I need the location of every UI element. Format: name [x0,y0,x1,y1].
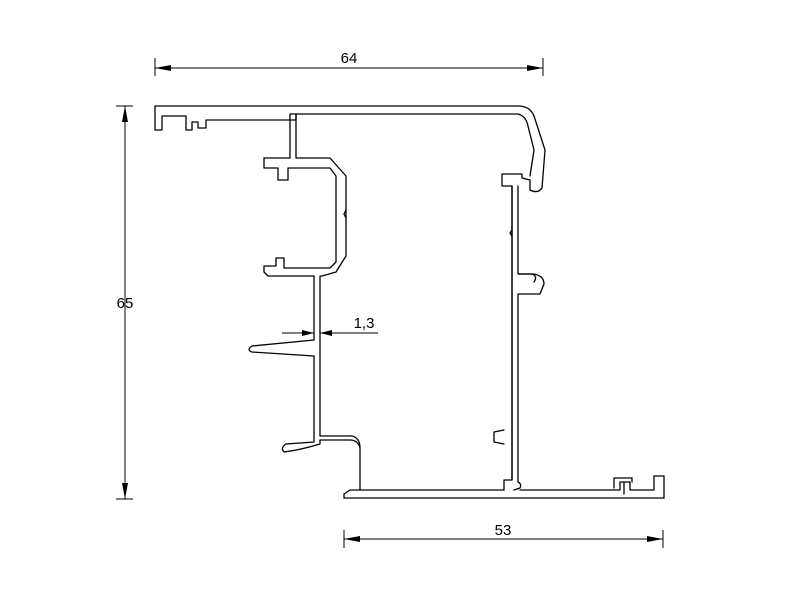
profile-right-clip [517,273,537,283]
profile-center-wall [343,209,347,219]
dimension-height: 65 [116,105,134,500]
dimension-wall-thickness: 1,3 [282,315,378,336]
dimension-top-width: 64 [154,50,544,76]
dimension-height-arrow-top [122,106,128,122]
dimension-bottom-label: 53 [495,522,512,539]
dimension-bottom-width: 53 [343,522,664,548]
dimension-thickness-arrow-left [302,330,314,336]
profile-inner-top-wall [295,113,535,177]
dimension-top-label: 64 [341,50,358,67]
profile-outer-contour [154,105,546,491]
dimension-top-arrow-left [155,65,171,71]
profile-bottom-flange [343,475,665,499]
profile-section [154,105,665,499]
dimension-height-label: 65 [117,295,134,312]
profile-notch-upper [509,229,513,237]
profile-notch-lower [493,429,505,445]
dimension-thickness-arrow-right [320,330,332,336]
dimension-bottom-arrow-left [344,536,360,542]
dimension-height-arrow-bottom [122,483,128,499]
dimension-top-arrow-right [527,65,543,71]
profile-inner-chamber [295,113,361,449]
dimension-bottom-arrow-right [647,536,663,542]
profile-bottom-clip [613,477,633,489]
profile-right-outer-wall [513,185,545,491]
dimension-thickness-label: 1,3 [354,315,375,332]
